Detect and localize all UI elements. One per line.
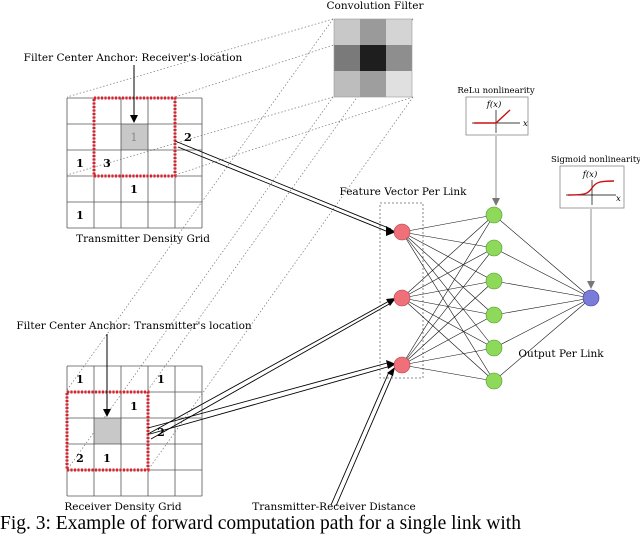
- input-node: [393, 356, 411, 374]
- edge-input-hidden: [401, 214, 495, 299]
- edge-input-hidden: [401, 347, 495, 366]
- transmitter-grid-label: Transmitter Density Grid: [76, 233, 210, 245]
- edge-input-hidden: [401, 297, 495, 382]
- edge-hidden-output: [493, 297, 592, 316]
- hidden-node: [485, 372, 503, 390]
- relu-inset: ReLu nonlinearity f(x) x: [457, 86, 535, 206]
- input-node: [393, 223, 411, 241]
- convolution-filter-title: Convolution Filter: [327, 0, 425, 12]
- network-edges: [401, 214, 592, 382]
- filter-cell: [386, 45, 412, 71]
- rx-cell-value: 1: [157, 373, 165, 386]
- rx-cell-value: 1: [130, 400, 138, 413]
- hidden-node: [485, 239, 503, 257]
- output-node: [582, 289, 600, 307]
- sigmoid-label: Sigmoid nonlinearity: [551, 155, 640, 165]
- filter-cell: [386, 19, 412, 45]
- relu-plot-box: [465, 96, 529, 136]
- anchor-cell-receiver: [121, 124, 148, 150]
- rx-cell-value: 1: [76, 373, 84, 386]
- tx-rx-distance-label: Transmitter-Receiver Distance: [252, 501, 416, 513]
- feature-vector-label: Feature Vector Per Link: [340, 186, 468, 198]
- filter-cell: [360, 19, 386, 45]
- filter-cell: [334, 71, 360, 97]
- relu-fx-label: f(x): [486, 99, 502, 110]
- edge-input-hidden: [401, 280, 495, 366]
- relu-curve: [474, 109, 511, 124]
- filter-cell: [360, 45, 386, 71]
- edge-input-hidden: [401, 214, 495, 233]
- edge-input-hidden: [401, 314, 495, 366]
- filter-border: [333, 18, 413, 98]
- transmitter-anchor-label: Filter Center Anchor: Transmitter's loca…: [16, 320, 252, 332]
- filter-projection-lines: [66, 18, 414, 471]
- receiver-grid-label: Receiver Density Grid: [64, 501, 181, 513]
- network-nodes: [393, 206, 600, 390]
- rx-cell-value: 2: [157, 426, 165, 439]
- convolution-filter: [333, 18, 413, 98]
- sigmoid-x-label: x: [616, 194, 621, 204]
- hidden-node: [485, 339, 503, 357]
- edge-hidden-output: [493, 297, 592, 349]
- filter-cell: [360, 71, 386, 97]
- rx-cell-value: 1: [103, 452, 111, 465]
- tx-cell-value: 2: [184, 131, 192, 144]
- tx-cell-value: 1: [76, 209, 84, 222]
- receiver-density-grid: 1 1 1 2 2 1: [65, 365, 203, 497]
- tx-cell-value: 3: [103, 157, 111, 170]
- anchor-cell-transmitter: [94, 418, 121, 444]
- filter-cell: [334, 19, 360, 45]
- tx-cell-value: 1: [76, 157, 84, 170]
- edge-input-hidden: [401, 364, 495, 382]
- filter-cell: [386, 71, 412, 97]
- filter-cell: [334, 45, 360, 71]
- output-label: Output Per Link: [518, 348, 604, 360]
- edge-hidden-output: [493, 247, 592, 299]
- edge-hidden-output: [493, 297, 592, 382]
- edge-input-hidden: [401, 214, 495, 366]
- feature-vector-box: [379, 202, 424, 379]
- hidden-node: [485, 272, 503, 290]
- feature-arrow-heads: [386, 226, 396, 376]
- edge-input-hidden: [401, 231, 495, 316]
- sigmoid-fx-label: f(x): [582, 169, 598, 180]
- rx-cell-value: 2: [76, 452, 84, 465]
- feature-input-arrows: [147, 140, 394, 507]
- hidden-node: [485, 206, 503, 224]
- tx-cell-value: 1: [131, 131, 138, 144]
- receiver-grid-lines: [66, 365, 203, 497]
- sigmoid-inset: Sigmoid nonlinearity f(x) x: [551, 155, 640, 289]
- edge-input-hidden: [401, 231, 495, 249]
- input-node: [393, 289, 411, 307]
- tx-cell-value: 1: [130, 183, 138, 196]
- edge-input-hidden: [401, 247, 495, 299]
- figure-caption: Fig. 3: Example of forward computation p…: [0, 513, 521, 534]
- relu-x-label: x: [523, 119, 528, 129]
- edge-hidden-output: [493, 280, 592, 299]
- edge-hidden-output: [493, 214, 592, 299]
- sigmoid-curve: [567, 180, 615, 196]
- receiver-anchor-label: Filter Center Anchor: Receiver's locatio…: [24, 52, 243, 64]
- hidden-node: [485, 306, 503, 324]
- relu-label: ReLu nonlinearity: [457, 86, 535, 96]
- edge-input-hidden: [401, 247, 495, 366]
